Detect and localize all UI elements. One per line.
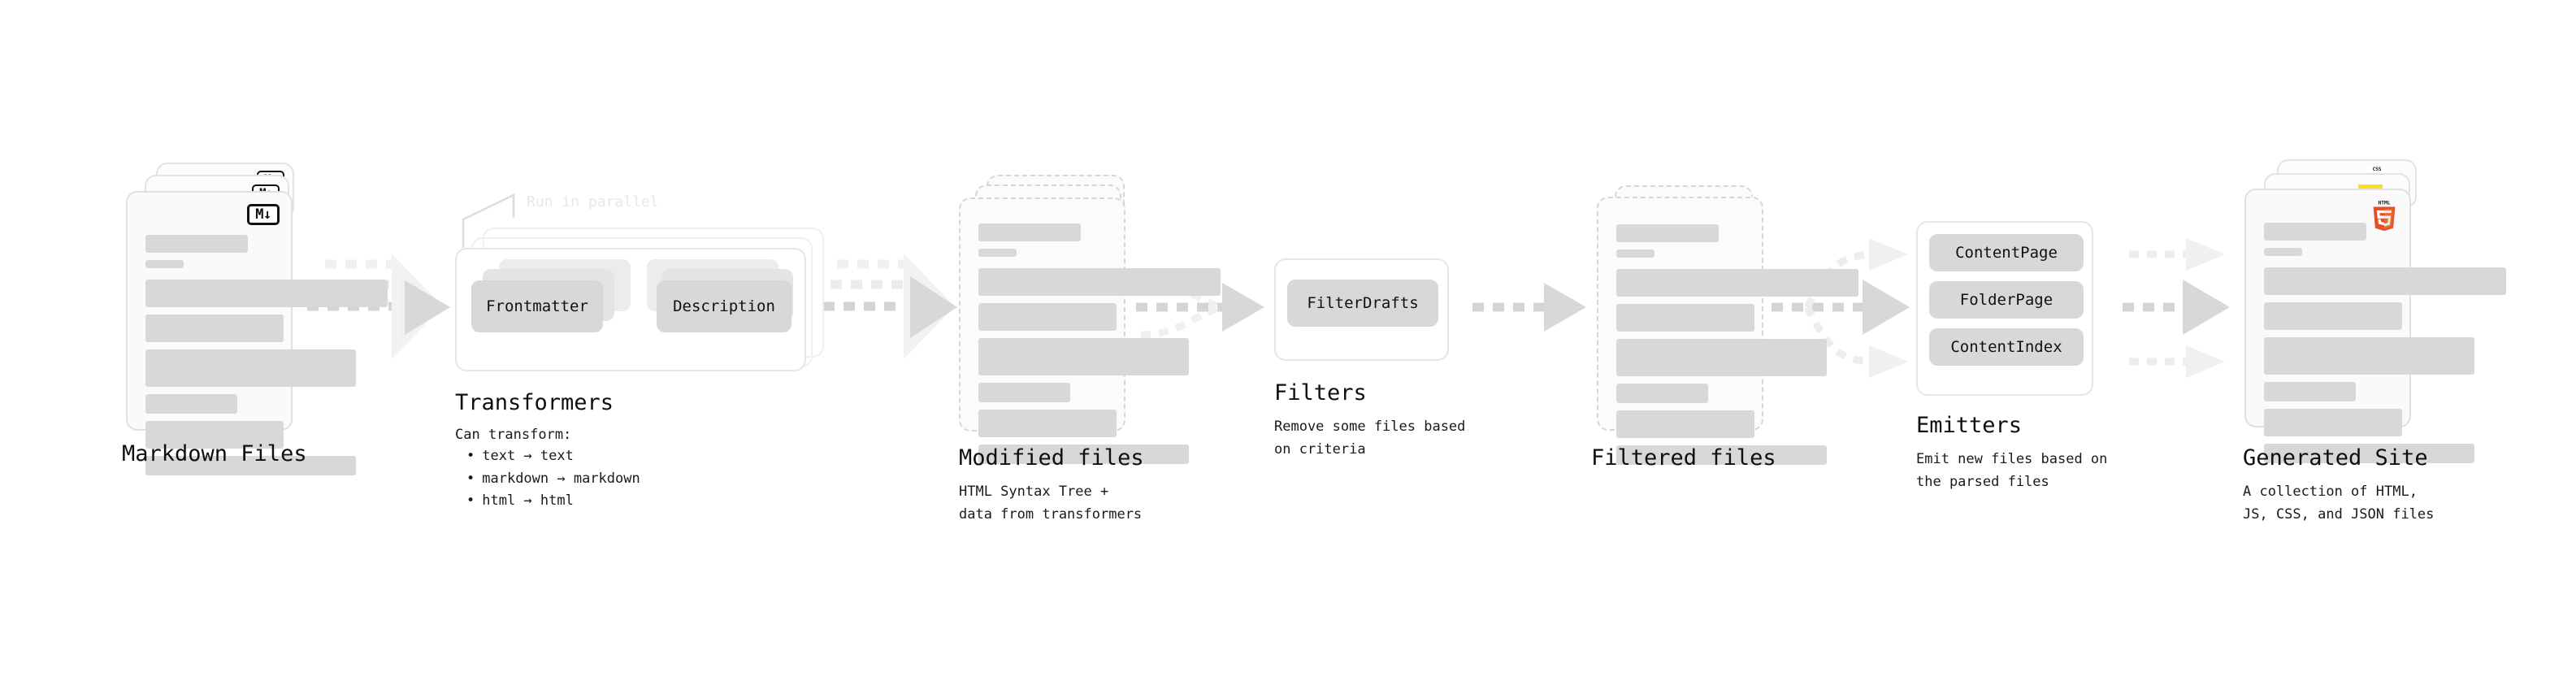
transformer-chip-frontmatter[interactable]: Frontmatter [471,280,603,332]
skeleton-row [145,456,357,475]
transformers-subtitle-heading: Can transform: [455,427,572,443]
skeleton-row [145,421,284,449]
filters-title: Filters [1274,380,1367,406]
css-icon-label: CSS [2372,167,2382,172]
transformers-title: Transformers [455,390,614,415]
skeleton-row [978,338,1190,375]
transformers-bullets: text → text markdown → markdown html → h… [455,445,640,513]
skeleton-row [978,410,1117,437]
modified-files-subtitle: HTML Syntax Tree + data from transformer… [959,484,1143,523]
skeleton-row [2264,337,2475,375]
emitters-subtitle: Emit new files based on the parsed files [1916,451,2108,490]
filtered-files-stack [1597,185,1859,465]
skeleton-row [1616,445,1828,465]
generated-site-title: Generated Site [2243,445,2428,471]
transformers-bullet-1: markdown → markdown [466,468,640,491]
skeleton-row [1616,304,1754,332]
transformers-bullet-2: html → html [466,490,640,513]
filtered-files-title: Filtered files [1591,445,1776,471]
emitter-chip-contentpage[interactable]: ContentPage [1929,234,2084,271]
skeleton-row [978,249,1017,257]
skeleton-row [1616,339,1828,376]
generated-card-front: HTML [2244,189,2507,463]
skeleton-row [145,394,238,414]
skeleton-row [145,349,357,387]
modified-skeleton [978,223,1221,471]
generated-site-subtitle: A collection of HTML, JS, CSS, and JSON … [2243,484,2435,523]
emitter-chip-contentindex[interactable]: ContentIndex [1929,328,2084,366]
transformer-chip-description[interactable]: Description [657,280,791,332]
filter-chip-filterdrafts[interactable]: FilterDrafts [1287,280,1438,327]
skeleton-row [145,280,388,307]
generated-skeleton [2264,223,2507,471]
markdown-skeleton [145,235,388,483]
html5-icon-label: HTML [2379,201,2391,206]
arrow-transformers-to-modified [823,254,957,359]
transformers-bullet-0: text → text [466,445,640,468]
skeleton-row [978,223,1081,241]
arrow-emitters-to-site [2123,238,2230,378]
skeleton-row [2264,302,2402,330]
skeleton-row [1616,224,1719,242]
skeleton-row [978,383,1071,402]
filters-subtitle: Remove some files based on criteria [1274,419,1466,458]
markdown-files-stack: M↓ M↓ M↓ [122,163,388,475]
skeleton-row [2264,248,2303,256]
emitter-chip-folderpage[interactable]: FolderPage [1929,281,2084,319]
generated-site-stack: CSS HTML [2243,159,2507,463]
markdown-files-title: Markdown Files [122,441,307,466]
markdown-icon: M↓ [247,204,280,225]
skeleton-row [978,268,1221,296]
modified-files-title: Modified files [959,445,1144,471]
markdown-card-front: M↓ [126,191,388,475]
skeleton-row [145,314,284,342]
skeleton-row [2264,267,2507,295]
html5-icon: HTML [2373,201,2396,232]
skeleton-row [1616,384,1709,403]
skeleton-row [2264,223,2366,241]
skeleton-row [2264,382,2357,401]
emitters-title: Emitters [1916,413,2023,438]
emitters-box: ContentPage FolderPage ContentIndex [1916,221,2093,396]
filters-box: FilterDrafts [1274,258,1449,361]
modified-card-front [959,197,1221,464]
filtered-skeleton [1616,224,1859,472]
skeleton-row [145,260,184,268]
skeleton-row [978,303,1117,331]
skeleton-row [2264,409,2402,436]
skeleton-row [1616,269,1859,297]
skeleton-row [1616,410,1754,438]
arrow-filters-to-filtered [1472,283,1586,332]
run-in-parallel-label: Run in parallel [527,193,659,210]
transformers-box: Frontmatter Description [455,248,806,371]
filtered-card-front [1597,197,1859,465]
skeleton-row [978,445,1190,464]
skeleton-row [2264,444,2475,463]
skeleton-row [145,235,248,253]
modified-files-stack [959,175,1221,464]
skeleton-row [1616,249,1655,258]
